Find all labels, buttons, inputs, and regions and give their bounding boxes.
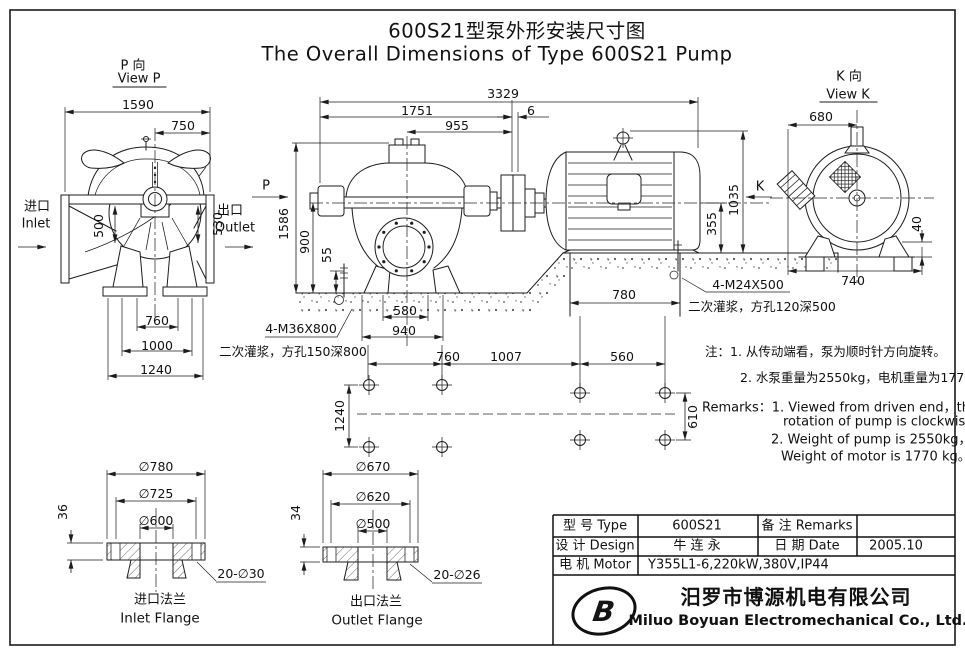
tb-remarks-label: 备 注 Remarks bbox=[761, 518, 853, 534]
note-en-1: Remarks：1. Viewed from driven end，the bbox=[702, 400, 965, 416]
dim-inlet-bcd: ∅725 bbox=[138, 485, 174, 501]
inlet-holes-callout: 20-∅30 bbox=[217, 565, 265, 581]
view-p-label-en: View P bbox=[117, 71, 161, 87]
pump-grout-note: 二次灌浆，方孔150深800 bbox=[219, 343, 367, 359]
dim-plan-motor-pitch: 560 bbox=[610, 348, 634, 364]
dim-vk-base: 740 bbox=[841, 272, 865, 288]
view-k-label-en: View K bbox=[826, 87, 870, 103]
dim-vp-to-right: 750 bbox=[171, 117, 195, 133]
inlet-label-zh: 进口 bbox=[23, 199, 51, 215]
outlet-label-en: Outlet bbox=[214, 220, 256, 236]
view-arrow-k: K bbox=[755, 179, 765, 195]
tb-date-label: 日 期 Date bbox=[774, 538, 840, 554]
dim-motor-top-height: 1035 bbox=[725, 184, 741, 216]
inlet-label-en: Inlet bbox=[21, 216, 51, 232]
dim-vp-bolts-inner: 760 bbox=[145, 312, 169, 328]
inlet-flange-label-en: Inlet Flange bbox=[120, 610, 200, 627]
company-name-en: Miluo Boyuan Electromechanical Co., Ltd. bbox=[628, 612, 965, 629]
page-title-zh: 600S21型泵外形安装尺寸图 bbox=[388, 19, 646, 43]
dim-motor-shaft-height: 355 bbox=[703, 212, 719, 236]
view-k-drawing bbox=[770, 101, 934, 286]
anchor-bolts bbox=[265, 240, 790, 338]
foundation-concrete bbox=[295, 252, 839, 341]
dim-inlet-bore: ∅600 bbox=[138, 512, 174, 528]
view-p-dimensions bbox=[18, 107, 254, 380]
dim-foot-outer: 940 bbox=[392, 322, 416, 338]
tb-type-value: 600S21 bbox=[672, 518, 722, 534]
inlet-flange-label-zh: 进口法兰 bbox=[133, 592, 187, 608]
outlet-flange-drawing bbox=[300, 470, 482, 592]
motor-side-drawing bbox=[545, 128, 701, 254]
view-p-drawing bbox=[60, 86, 215, 318]
tb-type-label: 型 号 Type bbox=[562, 518, 628, 534]
dim-foot-inner: 580 bbox=[393, 302, 417, 318]
page-title-en: The Overall Dimensions of Type 600S21 Pu… bbox=[261, 42, 733, 66]
dim-total-length: 3329 bbox=[487, 85, 519, 101]
side-view-dimensions bbox=[252, 97, 772, 346]
dim-plan-pump-span: 1240 bbox=[331, 400, 347, 432]
foundation-plan bbox=[344, 316, 691, 457]
dim-outlet-bcd: ∅620 bbox=[355, 488, 391, 504]
inlet-flange-drawing bbox=[67, 470, 266, 592]
company-logo-letter: B bbox=[591, 594, 617, 628]
view-k-dimensions bbox=[787, 122, 932, 275]
motor-anchor-callout: 4-M24X500 bbox=[712, 276, 784, 292]
dim-motor-base: 780 bbox=[612, 286, 636, 302]
dim-vp-bolts-outer: 1240 bbox=[140, 361, 172, 377]
note-zh-2: 2. 水泵重量为2550kg，电机重量为1770kg。 bbox=[740, 369, 965, 385]
dim-plan-pump-pitch: 760 bbox=[436, 348, 460, 364]
dim-vp-bolts-mid: 1000 bbox=[141, 337, 173, 353]
tb-date-value: 2005.10 bbox=[869, 538, 923, 554]
tb-motor-value: Y355L1-6,220kW,380V,IP44 bbox=[648, 557, 829, 573]
dim-outlet-bore: ∅500 bbox=[355, 515, 391, 531]
pump-anchor-callout: 4-M36X800 bbox=[265, 320, 337, 336]
pump-side-drawing bbox=[309, 138, 551, 294]
tb-design-label: 设 计 Design bbox=[555, 538, 635, 554]
company-name-zh: 汨罗市博源机电有限公司 bbox=[680, 585, 912, 609]
dim-inlet-od: ∅780 bbox=[138, 458, 174, 474]
dim-vp-overall: 1590 bbox=[122, 96, 154, 112]
view-k-label-zh: K 向 bbox=[836, 69, 862, 85]
motor-grout-note: 二次灌浆，方孔120深500 bbox=[688, 298, 836, 314]
dim-pump-top-height: 1586 bbox=[275, 208, 291, 240]
dim-plan-between: 1007 bbox=[490, 348, 522, 364]
dim-plan-motor-span: 610 bbox=[684, 405, 700, 429]
dim-to-coupling: 955 bbox=[445, 117, 469, 133]
view-arrow-p: P bbox=[262, 178, 270, 194]
dim-outlet-thickness: 34 bbox=[287, 505, 303, 521]
outlet-flange-label-zh: 出口法兰 bbox=[349, 594, 403, 610]
title-block-grid bbox=[552, 514, 955, 645]
note-en-2: rotation of pump is clockwise。 bbox=[783, 414, 965, 430]
outlet-holes-callout: 20-∅26 bbox=[433, 566, 481, 582]
note-en-3: 2. Weight of pump is 2550kg， bbox=[771, 432, 965, 448]
note-en-4: Weight of motor is 1770 kg。 bbox=[781, 449, 965, 465]
dim-shaft-height: 900 bbox=[296, 230, 312, 254]
sheet-border bbox=[9, 9, 956, 646]
dim-inlet-thickness: 36 bbox=[54, 504, 70, 520]
tb-motor-label: 电 机 Motor bbox=[559, 557, 631, 573]
tb-design-value: 牛 连 永 bbox=[673, 538, 721, 554]
dim-vk-pad-height: 40 bbox=[908, 216, 924, 232]
dim-vk-width: 680 bbox=[809, 108, 833, 124]
outlet-flange-label-en: Outlet Flange bbox=[331, 612, 423, 629]
note-zh-1: 注：1. 从传动端看，泵为顺时针方向旋转。 bbox=[705, 343, 946, 359]
dim-bolt-projection: 55 bbox=[318, 247, 334, 263]
dim-outlet-od: ∅670 bbox=[355, 458, 391, 474]
dim-pump-length: 1751 bbox=[401, 102, 433, 118]
dim-coupling-gap: 6 bbox=[527, 102, 535, 118]
anchor-holes bbox=[359, 375, 675, 457]
view-p-label-zh: P 向 bbox=[120, 58, 146, 74]
outlet-label-zh: 出口 bbox=[216, 203, 244, 219]
dim-vp-inlet-height: 500 bbox=[90, 214, 106, 238]
